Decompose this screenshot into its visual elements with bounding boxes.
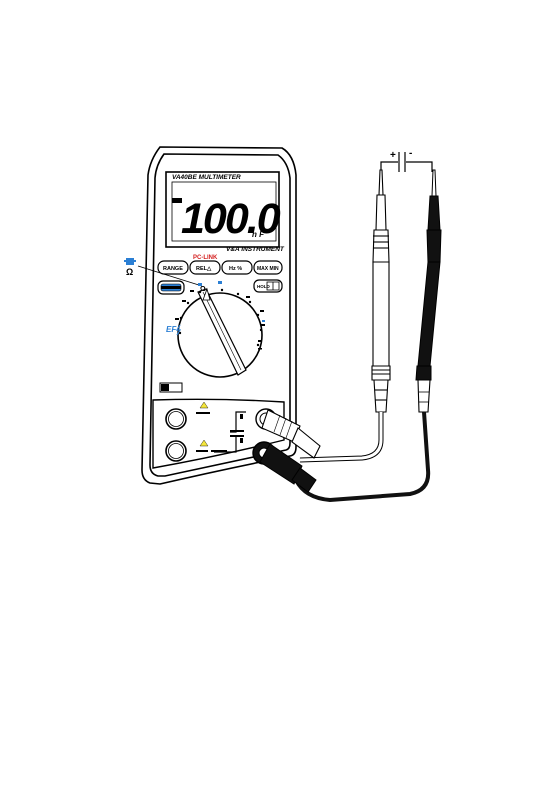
lcd-reading: 100.0	[181, 195, 281, 243]
hold-label: HOLD	[257, 284, 270, 289]
diode-ohm-icon: Ω	[124, 258, 136, 277]
negative-probe	[416, 170, 441, 412]
capacitor-minus: -	[409, 148, 412, 159]
range-button[interactable]: RANGE	[163, 266, 183, 272]
input-jacks	[166, 402, 246, 461]
capacitor-symbol	[381, 152, 432, 172]
brand-label: V&A INSTRUMENT	[226, 246, 285, 253]
rel-button[interactable]: REL△	[196, 265, 212, 272]
pc-link-label: PC-LINK	[193, 255, 218, 261]
lcd-unit: n F	[252, 230, 265, 239]
svg-text:Ω: Ω	[126, 267, 133, 277]
backlight-icon	[160, 383, 182, 392]
model-label: VA40BE MULTIMETER	[172, 174, 241, 181]
select-button[interactable]	[158, 281, 184, 294]
positive-probe	[372, 170, 390, 412]
hz-button[interactable]: Hz %	[229, 266, 242, 272]
maxmin-button[interactable]: MAX MIN	[257, 266, 279, 272]
dial-ohm-mark: Ω	[200, 286, 206, 293]
capacitor-plus: +	[390, 150, 396, 161]
